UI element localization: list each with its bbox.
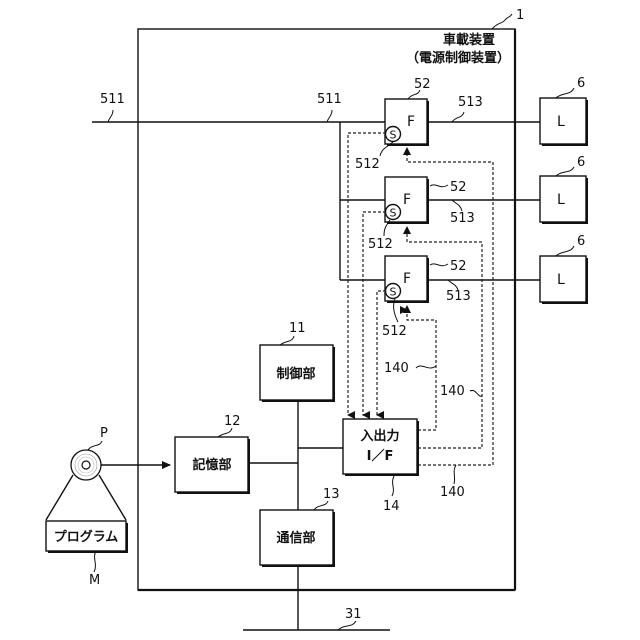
power-line-leader-inner [327, 110, 332, 122]
load-ref-leader-2 [556, 167, 574, 176]
switch-signal-lines [348, 133, 386, 415]
out-ref-3: 513 [446, 289, 471, 304]
io-label-line1: 入出力 [360, 428, 399, 444]
fuse-2: F S [385, 177, 429, 224]
signal-ref-c: 140 [440, 485, 465, 500]
external-bus-ref: 31 [345, 607, 362, 622]
device-title-line1: 車載装置 [443, 32, 495, 48]
io-ref: 14 [383, 499, 400, 514]
power-line-ref-outer: 511 [100, 92, 125, 107]
load-ref-2: 6 [577, 155, 585, 170]
disc-icon [71, 450, 101, 480]
switch-ref-3: 512 [382, 324, 407, 339]
program-ref-leader [94, 551, 96, 572]
load-2: L [540, 176, 588, 224]
comm-unit-ref-leader [314, 501, 328, 510]
control-unit-ref: 11 [289, 321, 306, 336]
fuse-3: F S [385, 256, 429, 303]
fuse-ref-leader-3 [430, 264, 448, 266]
storage-unit-label: 記憶部 [192, 457, 231, 473]
device-ref: 1 [516, 8, 524, 23]
program-label: プログラム [54, 529, 119, 545]
disc-ref: P [100, 426, 108, 441]
control-unit: 制御部 [260, 345, 335, 402]
power-line-leader-outer [108, 110, 113, 122]
comm-unit-ref: 13 [323, 487, 340, 502]
fuse-label: F [407, 114, 415, 130]
io-label-line2: I／F [367, 448, 394, 464]
fuse-ref-leader-2 [430, 185, 448, 187]
storage-unit-ref: 12 [224, 414, 241, 429]
fuse-ref-3: 52 [450, 259, 467, 274]
program-ref: M [89, 573, 100, 588]
signal-ref-b: 140 [440, 384, 465, 399]
fuse-ref-1: 52 [414, 77, 431, 92]
load-ref-1: 6 [577, 76, 585, 91]
out-ref-leader-2 [452, 200, 462, 211]
load-label: L [557, 272, 565, 288]
device-title-line2: （電源制御装置） [406, 50, 510, 66]
arrow-up-icon [403, 226, 411, 234]
fuse-label: F [403, 271, 411, 287]
signal-ref-leader-b [470, 390, 482, 396]
program-box: プログラム [46, 521, 128, 553]
control-unit-label: 制御部 [276, 366, 315, 382]
power-line-ref-inner: 511 [317, 92, 342, 107]
signal-ref-a: 140 [384, 361, 409, 376]
out-ref-leader-1 [452, 112, 464, 122]
load-label: L [557, 114, 565, 130]
fuse-ref-2: 52 [450, 180, 467, 195]
disc-projection-right [99, 475, 126, 520]
external-bus-ref-leader [338, 621, 356, 630]
io-interface: 入出力 I／F [343, 419, 419, 476]
arrow-up-icon [403, 147, 411, 155]
switch-ref-2: 512 [368, 237, 393, 252]
disc-ref-leader [88, 441, 102, 450]
disc-projection-left [46, 475, 73, 520]
device-ref-leader [492, 14, 512, 29]
load-ref-3: 6 [577, 234, 585, 249]
switch-label: S [390, 286, 397, 299]
io-ref-leader [392, 476, 394, 496]
storage-unit-ref-leader [218, 428, 232, 437]
out-ref-2: 513 [450, 211, 475, 226]
switch-label: S [390, 129, 397, 142]
load-3: L [540, 256, 588, 304]
load-1: L [540, 98, 588, 146]
load-label: L [557, 192, 565, 208]
fuse-label: F [403, 192, 411, 208]
control-unit-ref-leader [280, 336, 294, 345]
comm-unit-label: 通信部 [276, 530, 315, 546]
out-ref-1: 513 [458, 95, 483, 110]
switch-ref-1: 512 [355, 157, 380, 172]
comm-unit: 通信部 [260, 510, 335, 567]
signal-ref-leader-c [454, 465, 456, 484]
switch-label: S [390, 207, 397, 220]
load-ref-leader-1 [556, 88, 574, 98]
signal-ref-leader-a [416, 366, 436, 368]
storage-unit: 記憶部 [175, 437, 250, 494]
fuse-1: F S [385, 99, 429, 146]
load-ref-leader-3 [556, 246, 574, 256]
arrow-up-icon [403, 305, 411, 313]
vehicle-device-box [138, 29, 515, 590]
